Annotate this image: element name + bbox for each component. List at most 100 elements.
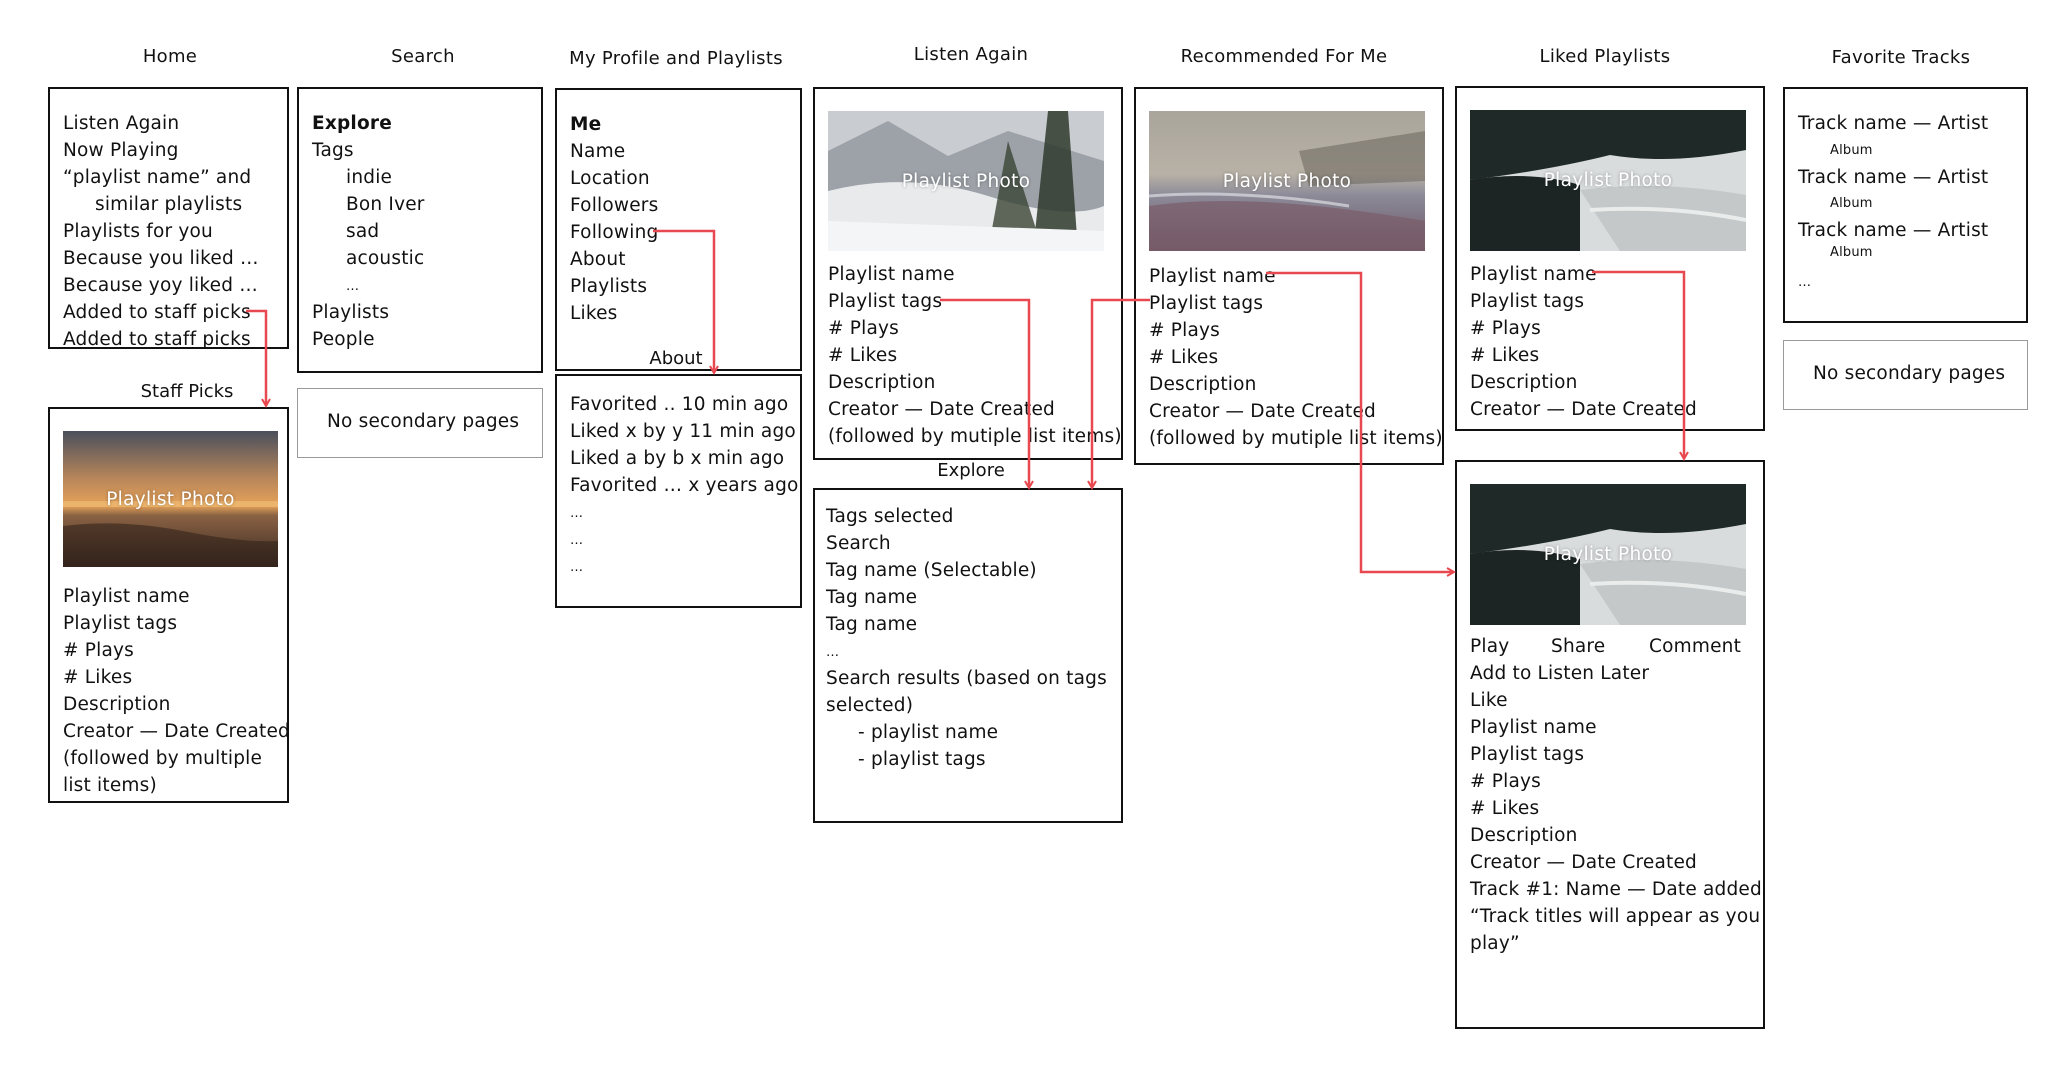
explore-title: Explore bbox=[934, 460, 1008, 481]
profile-item-name: Name bbox=[570, 141, 626, 162]
home-item[interactable]: Added to staff picks bbox=[63, 302, 251, 323]
home-item[interactable]: Added to staff picks bbox=[63, 329, 251, 350]
playlist-description: Description bbox=[1470, 825, 1578, 846]
search-item-tags[interactable]: Tags bbox=[312, 140, 354, 161]
liked-box: Playlist Photo Playlist name Playlist ta… bbox=[1455, 86, 1765, 431]
track-note: play” bbox=[1470, 933, 1520, 954]
play-button[interactable]: Play bbox=[1470, 636, 1510, 657]
search-item-people[interactable]: People bbox=[312, 329, 375, 350]
profile-item-following[interactable]: Following bbox=[570, 222, 659, 243]
tag-name[interactable]: Tag name bbox=[826, 614, 918, 635]
playlist-creator: Creator — Date Created bbox=[63, 721, 290, 742]
favorite-secondary-box: No secondary pages bbox=[1783, 340, 2028, 410]
activity-more: … bbox=[570, 533, 584, 548]
home-item[interactable]: Listen Again bbox=[63, 113, 180, 134]
profile-item-followers[interactable]: Followers bbox=[570, 195, 659, 216]
playlist-likes: # Likes bbox=[1470, 345, 1540, 366]
tracks-more: … bbox=[1798, 275, 1812, 290]
playlist-plays: # Plays bbox=[63, 640, 135, 661]
staff-picks-box: Playlist Photo Playlist name Playlist ta… bbox=[48, 407, 290, 803]
share-button[interactable]: Share bbox=[1551, 636, 1606, 657]
photo-label: Playlist Photo bbox=[1222, 170, 1352, 192]
listen-again-box: Playlist Photo Playlist name Playlist ta… bbox=[813, 87, 1123, 460]
photo-label: Playlist Photo bbox=[106, 488, 235, 510]
search-results-label: selected) bbox=[826, 695, 914, 716]
profile-item-about[interactable]: About bbox=[570, 249, 626, 270]
profile-item-playlists[interactable]: Playlists bbox=[570, 276, 648, 297]
result-playlist-tags[interactable]: - playlist tags bbox=[858, 749, 986, 770]
activity-more: … bbox=[570, 506, 584, 521]
search-tag[interactable]: Bon Iver bbox=[346, 194, 425, 215]
add-to-listen-later-button[interactable]: Add to Listen Later bbox=[1470, 663, 1650, 684]
explore-search[interactable]: Search bbox=[826, 533, 891, 554]
playlist-tags[interactable]: Playlist tags bbox=[1149, 293, 1264, 314]
profile-item-likes[interactable]: Likes bbox=[570, 303, 618, 324]
playlist-name[interactable]: Playlist name bbox=[1149, 266, 1276, 287]
photo-label: Playlist Photo bbox=[1543, 170, 1673, 191]
no-secondary-pages: No secondary pages bbox=[1813, 363, 2006, 384]
playlist-tags[interactable]: Playlist tags bbox=[828, 291, 943, 312]
search-item-playlists[interactable]: Playlists bbox=[312, 302, 390, 323]
tag-name[interactable]: Tag name (Selectable) bbox=[826, 560, 1037, 581]
playlist-photo: Playlist Photo bbox=[63, 431, 278, 567]
track-item[interactable]: Track name — Artist bbox=[1798, 113, 1989, 134]
no-secondary-pages: No secondary pages bbox=[327, 411, 520, 432]
home-item[interactable]: Playlists for you bbox=[63, 221, 213, 242]
photo-label: Playlist Photo bbox=[901, 170, 1031, 192]
favorite-box: Track name — Artist Album Track name — A… bbox=[1783, 87, 2028, 323]
column-title-profile: My Profile and Playlists bbox=[569, 48, 783, 69]
home-item[interactable]: Because you liked … bbox=[63, 248, 259, 269]
about-title: About bbox=[646, 348, 706, 369]
playlist-plays: # Plays bbox=[1470, 318, 1542, 339]
search-tag[interactable]: sad bbox=[346, 221, 380, 242]
track-album: Album bbox=[1830, 245, 1873, 260]
home-box: Listen Again Now Playing “playlist name”… bbox=[48, 87, 289, 350]
foggy-lake-image bbox=[1470, 110, 1746, 251]
snowy-forest-image bbox=[828, 111, 1104, 251]
playlist-creator: Creator — Date Created bbox=[828, 399, 1055, 420]
playlist-likes: # Likes bbox=[1149, 347, 1219, 368]
column-title-liked: Liked Playlists bbox=[1539, 46, 1671, 67]
playlist-plays: # Plays bbox=[1470, 771, 1542, 792]
activity-more: … bbox=[570, 560, 584, 575]
result-playlist-name[interactable]: - playlist name bbox=[858, 722, 999, 743]
tag-more: … bbox=[826, 645, 840, 660]
playlist-creator: Creator — Date Created bbox=[1470, 852, 1697, 873]
playlist-note: (followed by mutiple list items) bbox=[1149, 428, 1443, 449]
track-item[interactable]: Track name — Artist bbox=[1798, 167, 1989, 188]
tag-name[interactable]: Tag name bbox=[826, 587, 918, 608]
playlist-description: Description bbox=[1470, 372, 1578, 393]
playlist-description: Description bbox=[828, 372, 936, 393]
search-tag[interactable]: acoustic bbox=[346, 248, 425, 269]
profile-box: Me Name Location Followers Following Abo… bbox=[555, 88, 802, 371]
column-title-listen-again: Listen Again bbox=[913, 44, 1029, 65]
comment-button[interactable]: Comment bbox=[1649, 636, 1742, 657]
like-button[interactable]: Like bbox=[1470, 690, 1508, 711]
activity-item: Favorited … x years ago bbox=[570, 475, 799, 496]
playlist-photo: Playlist Photo bbox=[1149, 111, 1425, 251]
playlist-photo: Playlist Photo bbox=[1470, 484, 1746, 625]
search-tag[interactable]: indie bbox=[346, 167, 393, 188]
tags-selected: Tags selected bbox=[826, 506, 954, 527]
search-results-label: Search results (based on tags bbox=[826, 668, 1107, 689]
playlist-note: (followed by mutiple list items) bbox=[828, 426, 1122, 447]
playlist-tags: Playlist tags bbox=[63, 613, 178, 634]
home-item[interactable]: “playlist name” and bbox=[63, 167, 252, 188]
track-item[interactable]: Track #1: Name — Date added bbox=[1470, 879, 1762, 900]
misty-shore-image bbox=[1149, 111, 1425, 251]
search-secondary-box: No secondary pages bbox=[297, 388, 543, 458]
home-item[interactable]: Now Playing bbox=[63, 140, 179, 161]
about-box: Favorited .. 10 min ago Liked x by y 11 … bbox=[555, 374, 802, 608]
home-item[interactable]: similar playlists bbox=[95, 194, 243, 215]
profile-item-location: Location bbox=[570, 168, 650, 189]
home-item[interactable]: Because yoy liked … bbox=[63, 275, 258, 296]
playlist-plays: # Plays bbox=[1149, 320, 1221, 341]
playlist-likes: # Likes bbox=[63, 667, 133, 688]
playlist-name[interactable]: Playlist name bbox=[1470, 264, 1597, 285]
track-item[interactable]: Track name — Artist bbox=[1798, 220, 1989, 241]
playlist-plays: # Plays bbox=[828, 318, 900, 339]
column-title-favorite: Favorite Tracks bbox=[1831, 47, 1971, 68]
search-box: Explore Tags indie Bon Iver sad acoustic… bbox=[297, 87, 543, 373]
activity-item: Liked x by y 11 min ago bbox=[570, 421, 796, 442]
search-item-explore[interactable]: Explore bbox=[312, 113, 392, 134]
